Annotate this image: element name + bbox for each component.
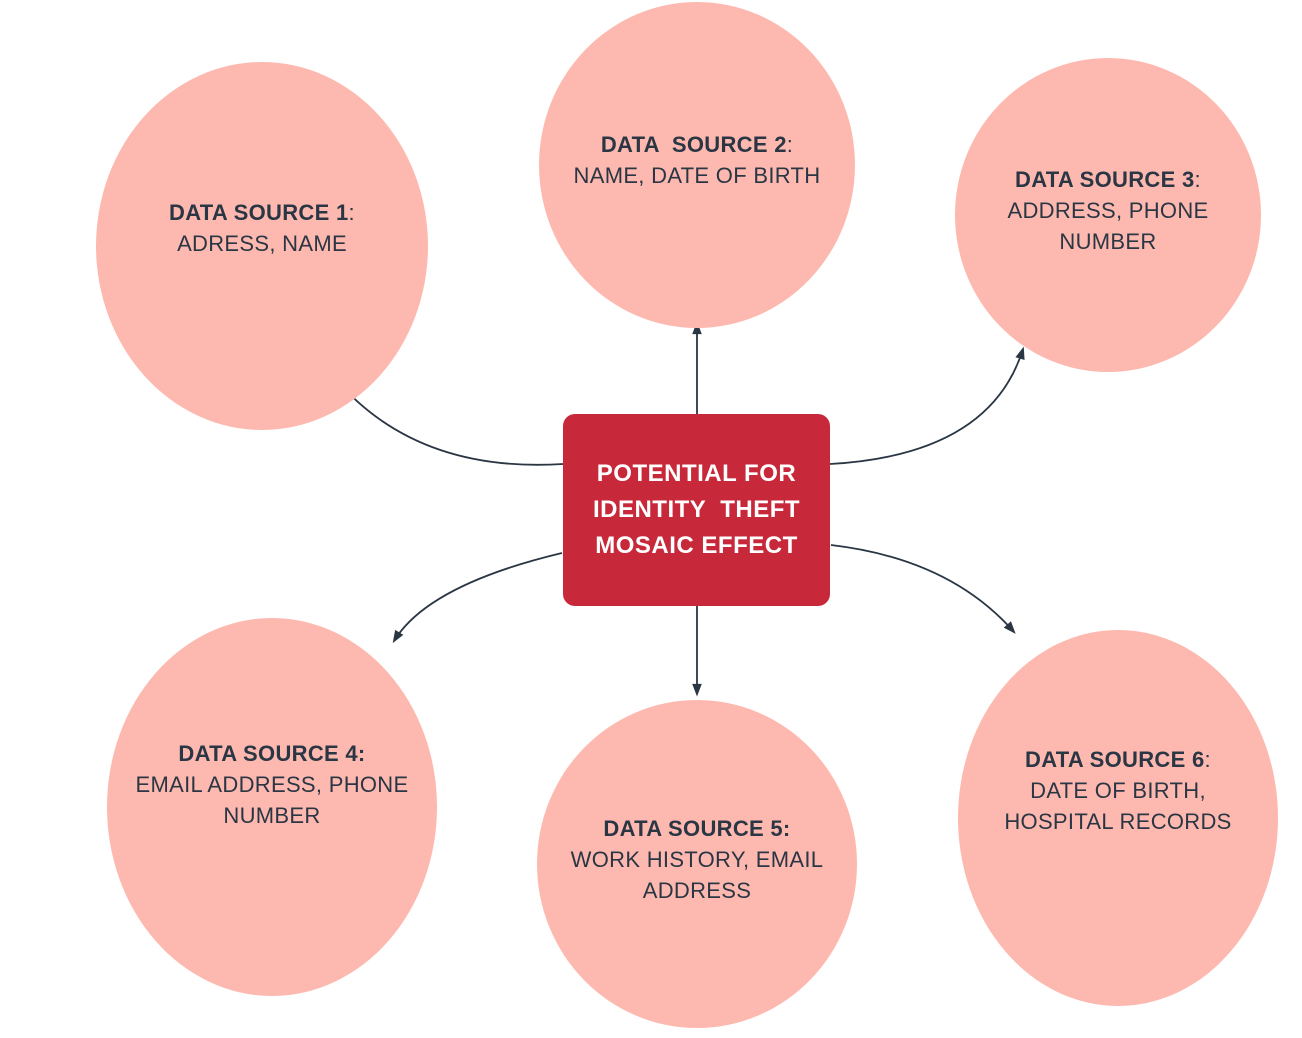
node-title: DATA SOURCE 1: (169, 200, 355, 225)
node-data-source-4: DATA SOURCE 4: EMAIL ADDRESS, PHONE NUMB… (107, 618, 437, 996)
node-center-mosaic-effect: POTENTIAL FOR IDENTITY THEFT MOSAIC EFFE… (563, 414, 830, 606)
node-text: DATA SOURCE 3: ADDRESS, PHONE NUMBER (991, 164, 1226, 257)
node-subtitle: DATE OF BIRTH, HOSPITAL RECORDS (1004, 777, 1232, 834)
node-title: DATA SOURCE 3: (1015, 166, 1201, 192)
arrow-to-source-4 (392, 552, 563, 644)
node-text: DATA SOURCE 2: NAME, DATE OF BIRTH (574, 129, 821, 191)
node-data-source-3: DATA SOURCE 3: ADDRESS, PHONE NUMBER (955, 58, 1261, 372)
node-title: DATA SOURCE 5: (603, 815, 791, 841)
node-title: DATA SOURCE 4: (178, 740, 366, 766)
node-data-source-2: DATA SOURCE 2: NAME, DATE OF BIRTH (539, 2, 855, 328)
node-subtitle: WORK HISTORY, EMAIL ADDRESS (570, 846, 824, 903)
node-title: DATA SOURCE 6: (1025, 746, 1211, 772)
node-subtitle: EMAIL ADDRESS, PHONE NUMBER (135, 771, 409, 828)
node-data-source-5: DATA SOURCE 5: WORK HISTORY, EMAIL ADDRE… (537, 700, 857, 1028)
node-data-source-1: DATA SOURCE 1: ADRESS, NAME (96, 62, 428, 430)
node-subtitle: NAME, DATE OF BIRTH (573, 163, 821, 188)
node-text: DATA SOURCE 6: DATE OF BIRTH, HOSPITAL R… (986, 744, 1251, 837)
center-box-line: POTENTIAL FOR (596, 460, 797, 487)
center-box-line: IDENTITY THEFT (592, 496, 801, 523)
node-text: DATA SOURCE 5: WORK HISTORY, EMAIL ADDRE… (541, 813, 853, 906)
node-title: DATA SOURCE 2: (600, 132, 794, 157)
arrow-to-source-3 (829, 346, 1025, 465)
arrow-to-source-6 (830, 544, 1016, 634)
node-data-source-6: DATA SOURCE 6: DATE OF BIRTH, HOSPITAL R… (958, 630, 1278, 1006)
center-box-line: MOSAIC EFFECT (595, 532, 798, 559)
node-text: DATA SOURCE 4: EMAIL ADDRESS, PHONE NUMB… (116, 738, 428, 831)
node-subtitle: ADRESS, NAME (177, 231, 347, 256)
node-subtitle: ADDRESS, PHONE NUMBER (1007, 197, 1209, 254)
node-text: DATA SOURCE 1: ADRESS, NAME (169, 197, 355, 259)
